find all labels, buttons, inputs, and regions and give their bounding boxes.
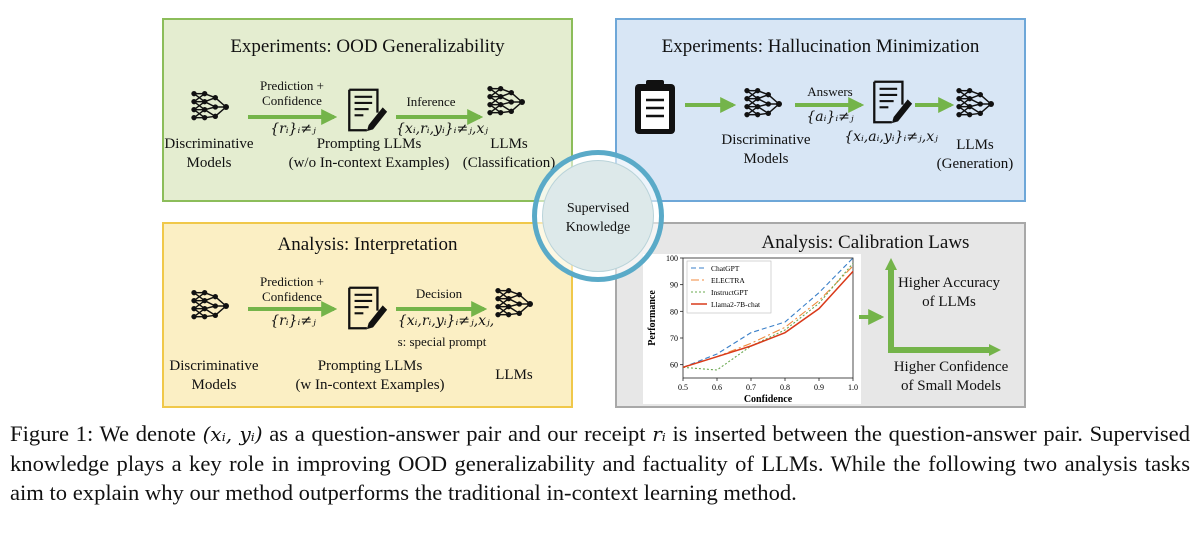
prompting-llms-label: Prompting LLMs(w In-context Examples) [295,358,445,393]
answers-label: Answers [807,84,853,99]
panel-title: Experiments: OOD Generalizability [230,36,505,57]
inference-label: Inference [406,94,456,109]
prediction-confidence-label: Prediction +Confidence [259,274,325,304]
y-tick-label: 60 [670,361,678,370]
y-tick-label: 80 [670,307,678,316]
arrow [685,97,737,113]
panel-title: Experiments: Hallucination Minimization [661,36,980,57]
legend-entry: ChatGPT [711,264,740,273]
x-tick-label: 0.9 [814,383,824,392]
y-tick-label: 90 [670,281,678,290]
x-axis-label: Confidence [744,394,793,405]
legend-entry: ELECTRA [711,276,745,285]
arrow [915,97,955,113]
discriminative-model-icon [190,87,230,127]
llm-icon [486,82,526,122]
prompting-llms-label: Prompting LLMs(w/o In-context Examples) [288,136,450,171]
panel-title: Analysis: Interpretation [277,234,458,255]
discriminative-model-icon [190,286,230,326]
llms-classification-label: LLMs(Classification) [462,136,556,171]
arrow [248,301,338,317]
arrow [795,97,865,113]
x-tick-label: 0.5 [678,383,688,392]
panel-hallucination-minimization: Experiments: Hallucination Minimization … [615,18,1026,202]
llms-label: LLMs [495,367,533,383]
arrow [248,109,338,125]
y-tick-label: 70 [670,334,678,343]
receipt-set: {rᵢ}ᵢ≠ⱼ [270,121,316,137]
special-prompt-label: s: special prompt [397,334,487,349]
x-tick-label: 1.0 [848,383,858,392]
panel-ood-generalizability: Experiments: OOD Generalizability Discri… [162,18,573,202]
input-tuple: {xᵢ,rᵢ,yᵢ}ᵢ≠ⱼ,xⱼ, [397,313,495,329]
llm-icon [955,84,995,124]
plot-frame [682,257,854,379]
arrow [859,309,885,325]
prompt-document-icon [869,78,913,126]
series-line [682,262,854,371]
arrow [396,301,488,317]
y-tick-label: 100 [666,254,678,263]
x-tick-label: 0.6 [712,383,722,392]
answer-set: {aᵢ}ᵢ≠ⱼ [806,109,854,125]
x-tick-label: 0.7 [746,383,756,392]
prediction-confidence-label: Prediction +Confidence [259,78,325,108]
receipt-set: {rᵢ}ᵢ≠ⱼ [270,313,316,329]
llms-generation-label: LLMs(Generation) [936,137,1014,172]
decision-label: Decision [415,286,463,301]
x-tick-label: 0.8 [780,383,790,392]
clipboard-icon [635,80,675,134]
input-tuple: {xᵢ,rᵢ,yᵢ}ᵢ≠ⱼ,xⱼ [396,121,488,137]
arrow [396,109,484,125]
prompt-document-icon [344,284,388,332]
figure-caption: Figure 1: We denote (xᵢ, yᵢ) as a questi… [10,421,1190,505]
legend-entry: Llama2-7B-chat [711,300,761,309]
legend-entry: InstructGPT [711,288,748,297]
y-axis-label: Performance [647,290,658,346]
input-tuple: {xᵢ,aᵢ,yᵢ}ᵢ≠ⱼ,xⱼ [844,129,938,145]
series-line [682,270,854,369]
series-line [682,265,854,368]
panel-title: Analysis: Calibration Laws [761,232,970,253]
discriminative-model-icon [743,84,783,124]
llm-icon [494,284,534,324]
accuracy-confidence-axes [885,258,1001,356]
